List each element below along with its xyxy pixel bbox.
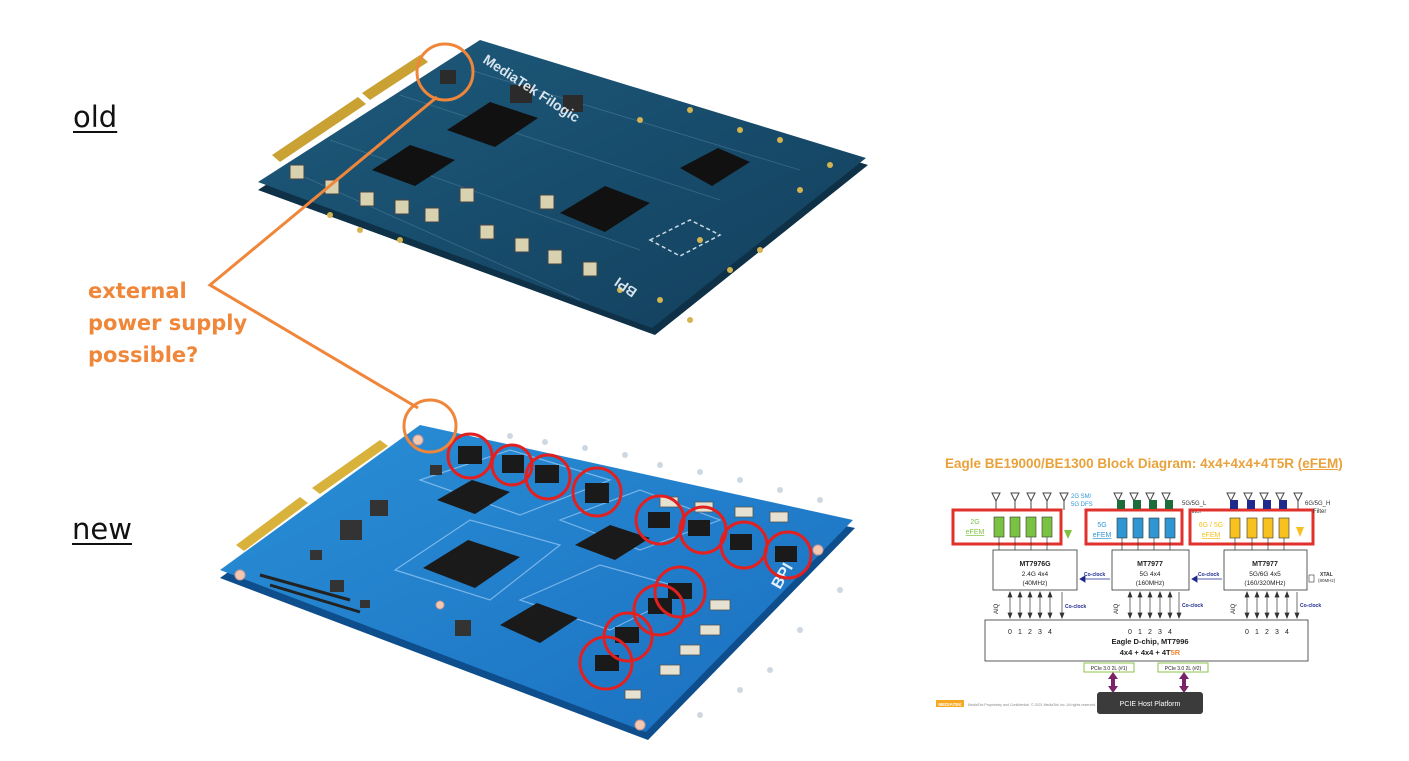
fem-5g-note-1: 5G/5G_L — [1182, 501, 1207, 507]
port-number: 3 — [1158, 629, 1162, 636]
coclock-label-1: Co-clock — [1084, 572, 1105, 578]
pcie-2-box — [1157, 662, 1209, 673]
pcie-host-platform — [1097, 692, 1203, 714]
xtal-freq: (80MHz) — [1318, 578, 1336, 583]
antenna-icon — [1129, 492, 1139, 503]
fem-6g-label-2: eFEM — [1202, 532, 1221, 539]
antenna-icon — [1259, 492, 1269, 503]
pcie-1-label: PCIe 3.0 2L (#1) — [1091, 666, 1128, 672]
antenna-icon — [1243, 492, 1253, 503]
fem-6g-note-1: 6G/5G_H — [1305, 501, 1330, 507]
port-number: 2 — [1265, 629, 1269, 636]
port-number: 4 — [1285, 629, 1289, 636]
coclock-label-4: Co-clock — [1182, 603, 1203, 609]
port-number: 3 — [1038, 629, 1042, 636]
coclock-label-3: Co-clock — [1065, 604, 1086, 610]
chip-3-line2: 5G/6G 4x5 — [1249, 571, 1281, 578]
label-new: new — [72, 512, 132, 546]
dchip-mt7996 — [984, 619, 1309, 662]
dchip-line-1: Eagle D-chip, MT7996 — [1111, 637, 1188, 646]
fem-5g-label-2: eFEM — [1093, 532, 1112, 539]
footer-text: MediaTek Proprietary and Confidential. ©… — [968, 703, 1096, 707]
antenna-icon — [1161, 492, 1171, 503]
fem-2g-label-1: 2G — [970, 519, 979, 526]
title-end: ) — [1338, 456, 1343, 471]
fem-6g-note-2: Filter — [1313, 509, 1326, 515]
new-board: BPI — [220, 425, 855, 740]
fem-2g-label-2: eFEM — [966, 529, 985, 536]
pcie-2-label: PCIe 3.0 2L (#2) — [1165, 666, 1202, 672]
aiq-label: AIQ — [1231, 603, 1237, 614]
port-number: 1 — [1255, 629, 1259, 636]
chip-2-line3: (160MHz) — [1136, 580, 1165, 587]
port-number: 4 — [1048, 629, 1052, 636]
fem-2g-note-1: 2G SM/ — [1071, 494, 1092, 500]
title-main: Eagle BE19000/BE1300 Block Diagram: 4x4+… — [945, 456, 1303, 471]
host-label: PCIE Host Platform — [1120, 701, 1181, 708]
port-number: 0 — [1128, 629, 1132, 636]
fem-5g-label-1: 5G — [1097, 522, 1106, 529]
chip-2-name: MT7977 — [1137, 561, 1163, 568]
callout-line-3: possible? — [88, 343, 199, 367]
title-efem-link[interactable]: eFEM — [1302, 456, 1339, 471]
port-number: 2 — [1028, 629, 1032, 636]
chip-mt7977-b — [1223, 549, 1308, 591]
callout-line-2: power supply — [88, 311, 248, 335]
aiq-label: AIQ — [994, 603, 1000, 614]
power-annotation — [207, 42, 475, 454]
port-number: 0 — [1008, 629, 1012, 636]
chip-3-line3: (160/320MHz) — [1244, 580, 1285, 587]
chip-mt7977-a — [1111, 549, 1190, 591]
antenna-icon — [1226, 492, 1236, 503]
port-number: 0 — [1245, 629, 1249, 636]
aiq-label: AIQ — [1114, 603, 1120, 614]
chip-1-name: MT7976G — [1019, 561, 1051, 568]
chip-3-name: MT7977 — [1252, 561, 1278, 568]
dchip-line-2: 4x4 + 4x4 + 4T5R — [1120, 648, 1181, 657]
pcie-1-box — [1083, 662, 1135, 673]
fem-5g-box — [1084, 508, 1184, 546]
signal-arrows — [1007, 591, 1300, 619]
port-number: 1 — [1018, 629, 1022, 636]
block-diagram-title: Eagle BE19000/BE1300 Block Diagram: 4x4+… — [945, 456, 1343, 471]
port-number: 3 — [1275, 629, 1279, 636]
antenna-icon — [1293, 492, 1303, 503]
label-old: old — [73, 100, 118, 134]
antenna-icon — [1275, 492, 1285, 503]
antenna-icon — [1145, 492, 1155, 503]
antenna-icon — [991, 492, 1001, 503]
port-number: 1 — [1138, 629, 1142, 636]
antenna-icon — [1026, 492, 1036, 503]
chip-1-line3: (40MHz) — [1023, 580, 1048, 587]
antenna-icon — [1042, 492, 1052, 503]
fem-2g-note-2: 5G DFS — [1071, 502, 1093, 508]
fem-5g-note-2: Filter — [1188, 509, 1201, 515]
antenna-icon — [1113, 492, 1123, 503]
fem-highlight-circles — [446, 432, 813, 691]
coclock-label-5: Co-clock — [1300, 603, 1321, 609]
fem-6g-box — [1188, 508, 1315, 546]
callout-text: external power supply possible? — [88, 275, 247, 371]
chip-2-line2: 5G 4x4 — [1140, 571, 1161, 578]
antenna-icon — [1010, 492, 1020, 503]
port-number: 4 — [1168, 629, 1172, 636]
fem-2g-box — [951, 508, 1063, 546]
xtal-label: XTAL — [1320, 572, 1333, 578]
footer-brand: MEDIATEK — [938, 702, 962, 707]
chip-1-line2: 2.4G 4x4 — [1022, 571, 1049, 578]
chip-mt7976g — [992, 549, 1078, 591]
fem-6g-label-1: 6G / 5G — [1199, 522, 1224, 529]
antenna-icon — [1059, 492, 1069, 503]
mediatek-logo-bar — [936, 700, 964, 707]
pcie-arrows — [1108, 672, 1189, 693]
callout-line-1: external — [88, 279, 187, 303]
antenna-icons — [991, 492, 1303, 510]
coclock-label-2: Co-clock — [1198, 572, 1219, 578]
port-number: 2 — [1148, 629, 1152, 636]
